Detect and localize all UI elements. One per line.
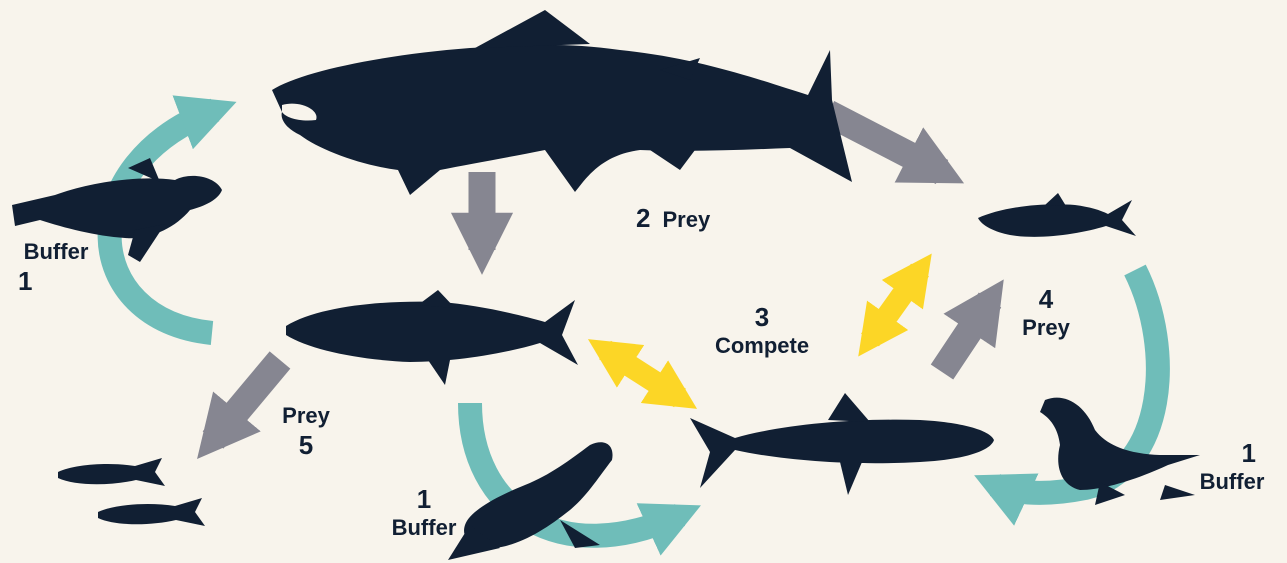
label-buffer-left-number: 1 <box>8 266 104 296</box>
label-compete: 3 Compete <box>696 302 828 360</box>
label-prey-right-word: Prey <box>1022 315 1070 340</box>
label-buffer-right-number: 1 <box>1182 438 1282 468</box>
label-prey-right: 4 Prey <box>1008 284 1084 342</box>
label-prey-lower-left-word: Prey <box>282 403 330 428</box>
label-prey-lower-left: Prey 5 <box>266 402 346 460</box>
label-prey-center: 2 Prey <box>636 204 710 234</box>
label-compete-number: 3 <box>696 302 828 332</box>
label-compete-word: Compete <box>715 333 809 358</box>
label-buffer-bottom: 1 Buffer <box>376 484 472 542</box>
label-prey-center-number: 2 <box>636 203 650 233</box>
label-buffer-left: Buffer 1 <box>8 238 104 296</box>
label-prey-lower-left-number: 5 <box>266 430 346 460</box>
label-buffer-right-word: Buffer <box>1200 469 1265 494</box>
label-prey-center-word: Prey <box>662 207 710 232</box>
label-prey-right-number: 4 <box>1008 284 1084 314</box>
label-buffer-bottom-number: 1 <box>376 484 472 514</box>
label-buffer-bottom-word: Buffer <box>392 515 457 540</box>
label-buffer-right: 1 Buffer <box>1182 438 1282 496</box>
label-buffer-left-word: Buffer <box>24 239 89 264</box>
